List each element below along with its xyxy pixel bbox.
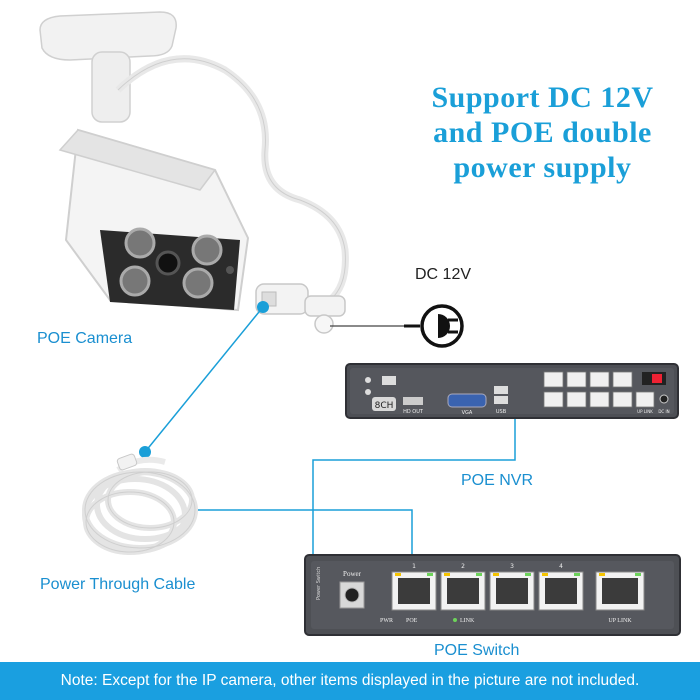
switch-port-number-1: 1 [412, 563, 416, 570]
switch-uplink-port [596, 572, 644, 610]
poe-camera-label: POE Camera [37, 330, 132, 348]
poe-nvr-device: 8CH HD OUT VGA USB UP LINK DC IN [346, 364, 678, 418]
switch-port-number-4: 4 [559, 563, 563, 570]
svg-text:Power Switch: Power Switch [316, 567, 322, 600]
nvr-uplink-label: UP LINK [637, 409, 653, 414]
poe-switch-device: Power Power Switch PWR POE LINK 1 2 3 4 [305, 555, 680, 635]
switch-pwr-label: PWR [380, 618, 393, 624]
power-through-cable-label: Power Through Cable [40, 576, 195, 594]
nvr-channel-badge-text: 8CH [375, 401, 394, 411]
dc-12v-label: DC 12V [415, 266, 471, 284]
switch-poe-label: POE [406, 618, 418, 624]
poe-switch-label: POE Switch [434, 642, 519, 660]
nvr-dc-in [660, 395, 668, 403]
vga-port [448, 394, 486, 407]
switch-port-number-2: 2 [461, 563, 465, 570]
nvr-indicator [365, 377, 371, 383]
switch-uplink-label: UP LINK [608, 618, 632, 624]
usb-port-1 [494, 386, 508, 394]
headline-line-1: Support DC 12V [395, 80, 690, 115]
headline-line-2: and POE double [395, 115, 690, 150]
poe-camera-image [60, 130, 248, 310]
headline-line-3: power supply [395, 150, 690, 185]
nvr-power-switch-rocker [652, 374, 662, 383]
switch-link-label: LINK [460, 618, 475, 624]
nvr-power-button [382, 376, 396, 385]
power-through-cable-image [85, 460, 195, 552]
nvr-dcin-label: DC IN [658, 409, 669, 414]
usb-port-2 [494, 396, 508, 404]
vga-label: VGA [462, 410, 473, 416]
headline: Support DC 12V and POE double power supp… [395, 80, 690, 185]
dc-plug [305, 296, 345, 333]
switch-port-number-3: 3 [510, 563, 514, 570]
hdmi-port [403, 397, 423, 405]
footer-note: Note: Except for the IP camera, other it… [0, 662, 700, 700]
usb-label: USB [496, 409, 507, 415]
power-plug-icon [404, 306, 462, 346]
poe-nvr-label: POE NVR [461, 472, 533, 490]
hdmi-label: HD OUT [403, 409, 424, 415]
switch-power-label: Power [343, 570, 362, 578]
